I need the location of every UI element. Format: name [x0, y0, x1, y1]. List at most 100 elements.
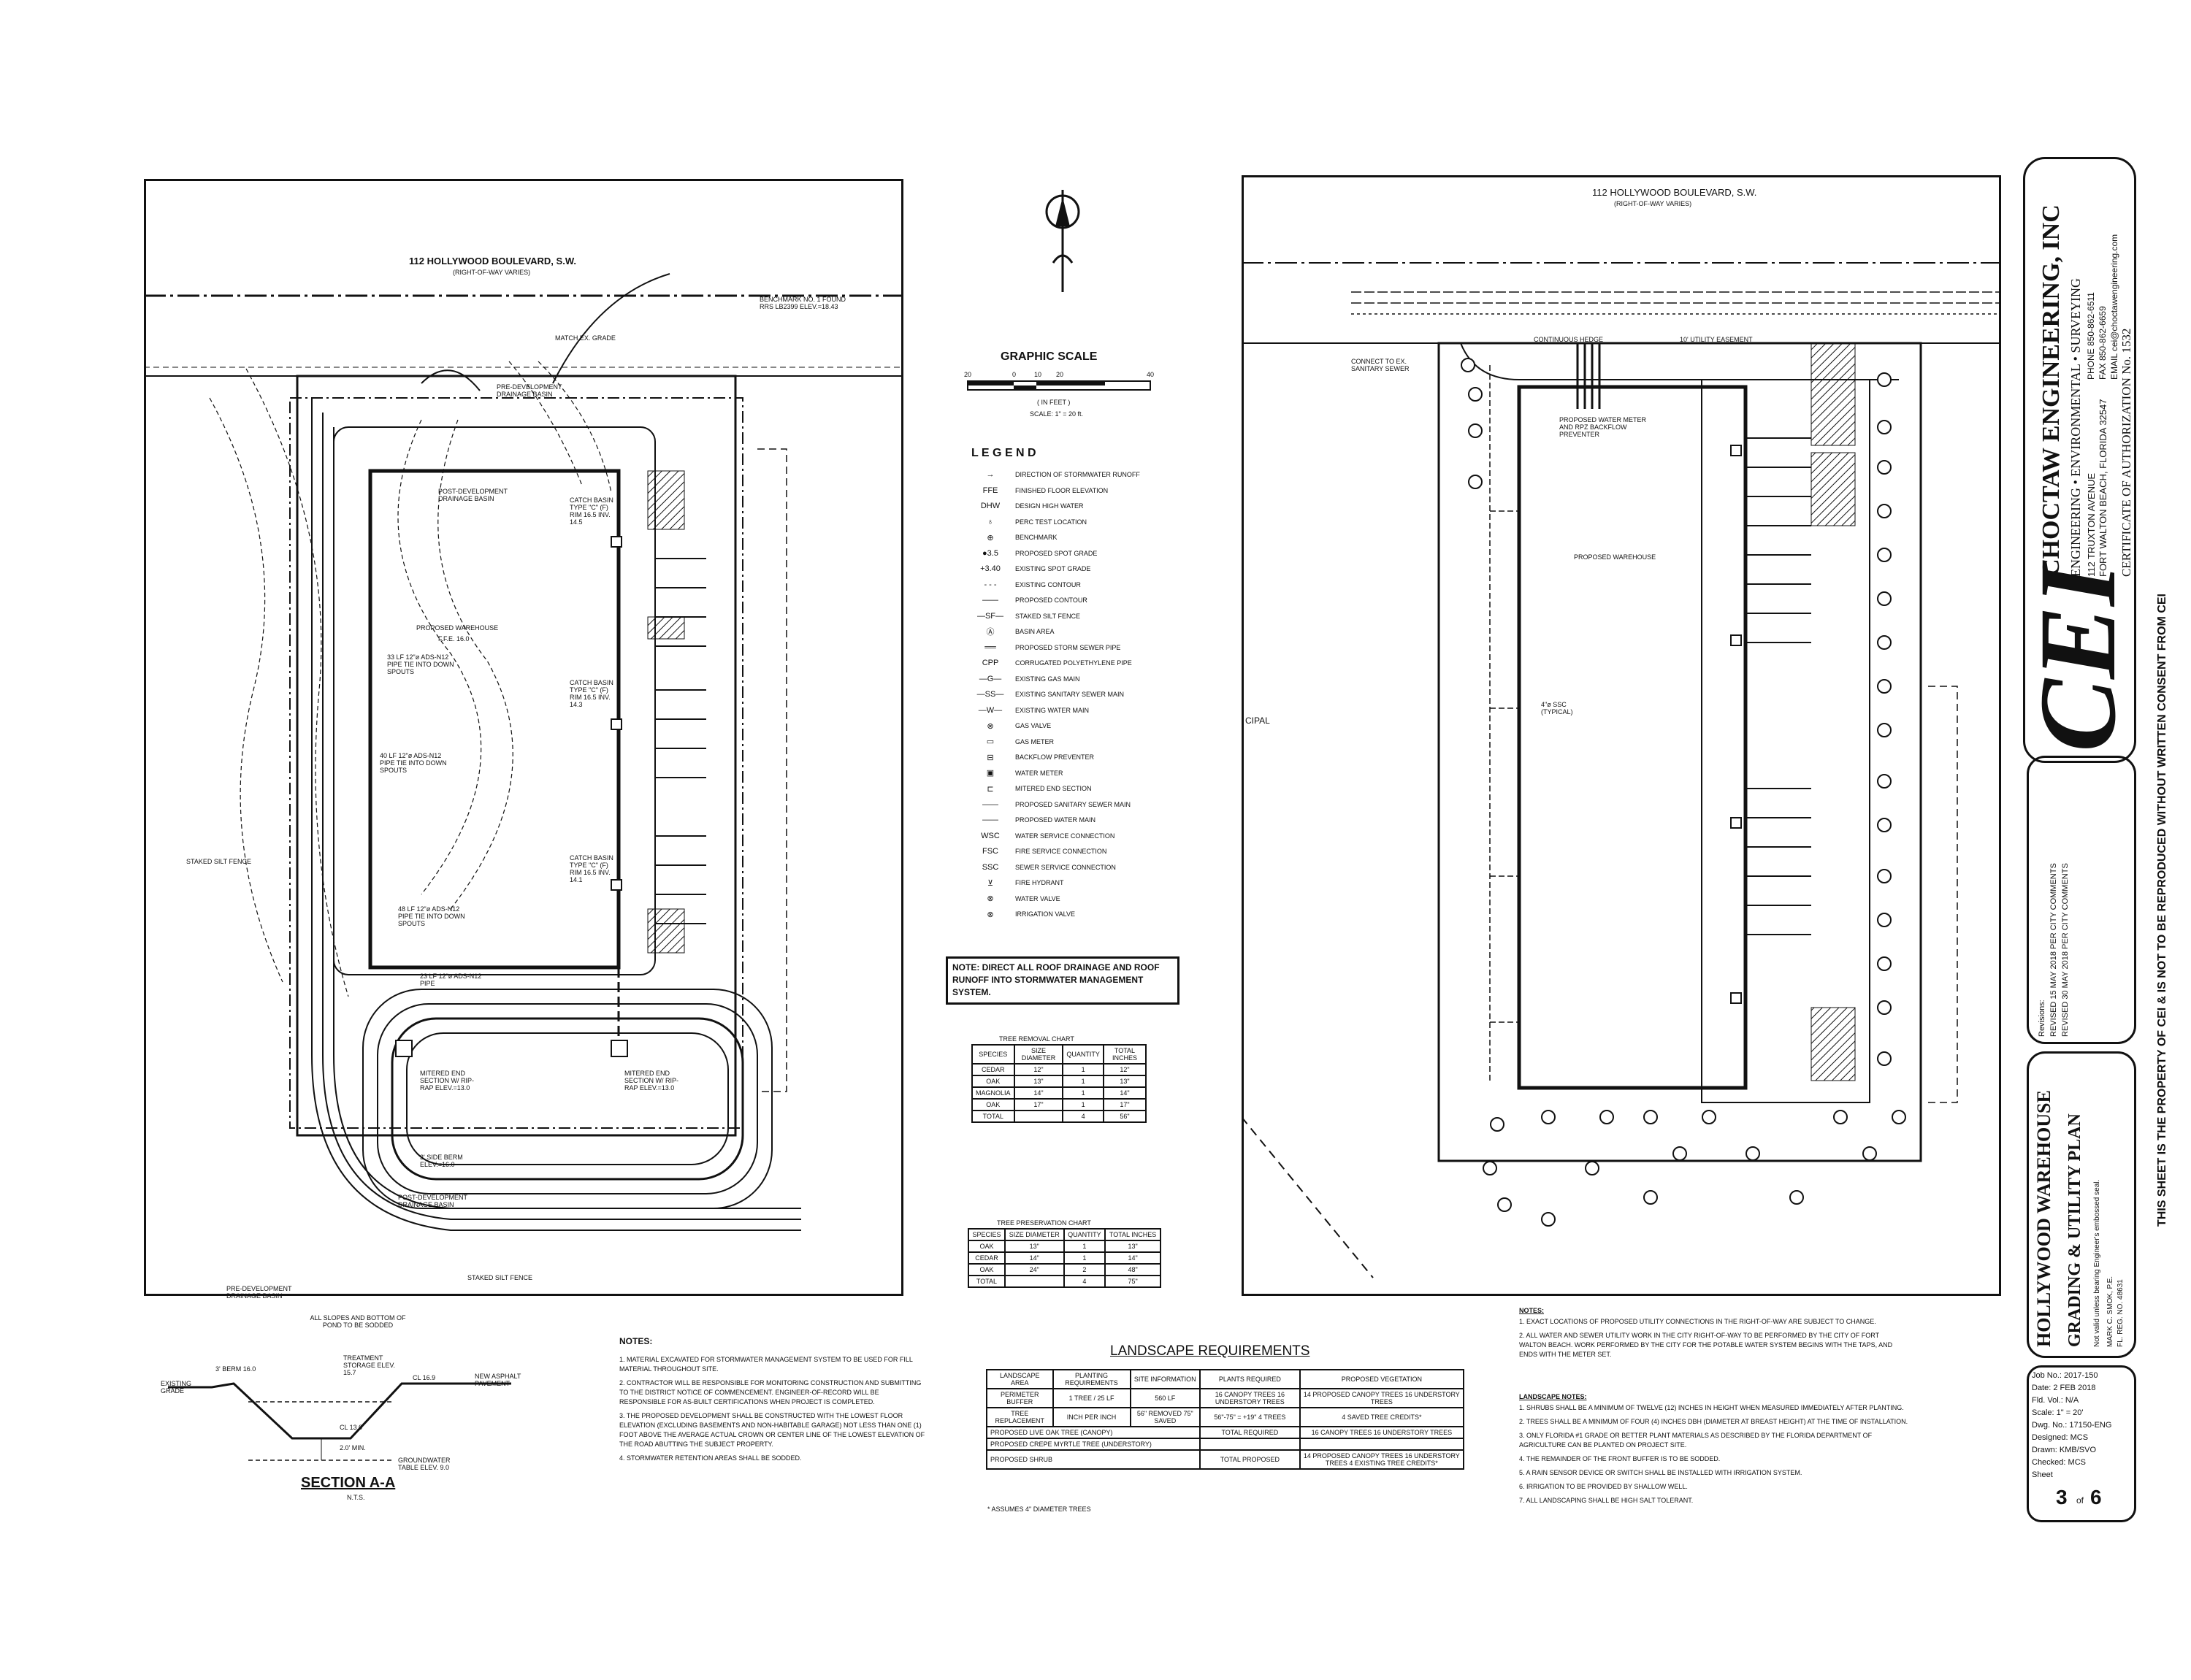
table-cell: TREE REPLACEMENT	[986, 1407, 1054, 1427]
landscape-legend-row: PROPOSED CREPE MYRTLE TREE (UNDERSTORY)	[985, 1438, 1465, 1451]
section-berm-label: 3' BERM 16.0	[215, 1365, 256, 1373]
landscape-legend-cell: PROPOSED LIVE OAK TREE (CANOPY)	[985, 1426, 1201, 1439]
table-header: TOTAL INCHES	[1102, 1044, 1147, 1065]
cei-logo-text: CEI	[2017, 563, 2138, 752]
job-scale: Scale: 1" = 20'	[2032, 1408, 2084, 1417]
catch-basin-2-label: CATCH BASIN TYPE "C" (F) RIM 16.5 INV. 1…	[570, 679, 613, 708]
section-gwt-label: GROUNDWATER TABLE ELEV. 9.0	[398, 1457, 451, 1471]
catch-basin-3-label: CATCH BASIN TYPE "C" (F) RIM 16.5 INV. 1…	[570, 854, 613, 883]
legend-symbol: Ⓐ	[986, 628, 995, 637]
section-asphalt-label: NEW ASPHALT PAVEMENT	[475, 1373, 521, 1387]
job-date: Date: 2 FEB 2018	[2032, 1384, 2096, 1392]
company-box	[2023, 157, 2136, 763]
table-cell: 56" REMOVED 75" SAVED	[1129, 1407, 1201, 1427]
graphic-scale-bar	[967, 380, 1151, 391]
landscape-total-value: 14 PROPOSED CANOPY TREES 16 UNDERSTORY T…	[1299, 1449, 1465, 1470]
right-esc-label: 4"ø SSC (TYPICAL)	[1541, 701, 1573, 716]
legend-symbol: ▣	[986, 769, 995, 778]
job-no: Job No.: 2017-150	[2032, 1371, 2098, 1380]
section-existing-label: EXISTING GRADE	[161, 1380, 192, 1395]
landscape-legend-cell: PROPOSED CREPE MYRTLE TREE (UNDERSTORY)	[985, 1438, 1201, 1451]
legend-symbol: →	[986, 470, 995, 479]
legend-item: →DIRECTION OF STORMWATER RUNOFF	[971, 467, 1140, 482]
scale-tick: 0	[1012, 371, 1017, 378]
company-name: CHOCTAW ENGINEERING, INC	[2038, 204, 2065, 577]
roof-drainage-note-box: NOTE: DIRECT ALL ROOF DRAINAGE AND ROOF …	[946, 956, 1179, 1005]
table-cell: 56"-75" = +19" 4 TREES	[1199, 1407, 1301, 1427]
company-services: ENGINEERING • ENVIRONMENTAL • SURVEYING	[2068, 277, 2083, 577]
landscape-note-item: 5. A RAIN SENSOR DEVICE OR SWITCH SHALL …	[1519, 1469, 1802, 1476]
legend-item: ▣WATER METER	[971, 766, 1063, 780]
table-cell: 1	[1062, 1075, 1104, 1088]
table-cell	[1003, 1275, 1065, 1288]
legend-item: - - -EXISTING CONTOUR	[971, 578, 1080, 592]
right-warehouse-label: PROPOSED WAREHOUSE	[1574, 553, 1656, 561]
legend-symbol: ——	[982, 596, 998, 605]
grading-plan-drawing	[144, 273, 903, 1231]
company-phone: PHONE 850-862-6511	[2086, 292, 2096, 380]
table-cell: OAK	[968, 1240, 1006, 1253]
legend-label: SEWER SERVICE CONNECTION	[1015, 863, 1116, 871]
legend-label: IRRIGATION VALVE	[1015, 910, 1076, 918]
fld-vol: Fld. Vol.: N/A	[2032, 1396, 2079, 1405]
table-cell: 2	[1063, 1263, 1106, 1276]
table-header: SPECIES	[968, 1228, 1006, 1241]
legend-label: BACKFLOW PREVENTER	[1015, 753, 1095, 761]
ffe-label: F.F.E. 16.0	[438, 635, 470, 643]
table-cell: 14"	[1102, 1086, 1147, 1100]
table-header: PLANTS REQUIRED	[1199, 1369, 1301, 1389]
table-cell: 13"	[1003, 1240, 1065, 1253]
pipe-2-label: 40 LF 12"ø ADS-N12 PIPE TIE INTO DOWN SP…	[380, 752, 447, 774]
legend-symbol: —SS—	[976, 690, 1004, 699]
table-cell: OAK	[971, 1098, 1015, 1111]
table-header: TOTAL INCHES	[1104, 1228, 1161, 1241]
notes-left-item: 2. CONTRACTOR WILL BE RESPONSIBLE FOR MO…	[619, 1379, 922, 1405]
table-cell: 4	[1062, 1110, 1104, 1123]
legend-item: —SF—STAKED SILT FENCE	[971, 609, 1080, 624]
legend-symbol: —W—	[978, 705, 1003, 715]
mitered-2-label: MITERED END SECTION W/ RIP-RAP ELEV.=13.…	[624, 1070, 678, 1092]
legend-symbol: DHW	[980, 502, 1001, 510]
table-header: PLANTING REQUIREMENTS	[1052, 1369, 1131, 1389]
scale-tick: 20	[1056, 371, 1064, 378]
catch-basin-1-label: CATCH BASIN TYPE "C" (F) RIM 16.5 INV. 1…	[570, 496, 613, 526]
table-cell: 560 LF	[1129, 1388, 1201, 1408]
legend-symbol: ——	[982, 799, 998, 809]
table-header: SITE INFORMATION	[1129, 1369, 1201, 1389]
legend-item: ⊗WATER VALVE	[971, 891, 1060, 906]
legend-label: PROPOSED STORM SEWER PIPE	[1015, 643, 1121, 651]
legend-label: DESIGN HIGH WATER	[1015, 502, 1084, 510]
table-cell: 16 CANOPY TREES 16 UNDERSTORY TREES	[1199, 1388, 1301, 1408]
table-cell: 13"	[1102, 1075, 1147, 1088]
postdev-basin-label: POST-DEVELOPMENT DRAINAGE BASIN	[438, 488, 508, 502]
side-berm-label: 3' SIDE BERM ELEV.=16.0	[420, 1154, 463, 1168]
landscape-note-item: 2. TREES SHALL BE A MINIMUM OF FOUR (4) …	[1519, 1418, 1908, 1425]
table-cell: 13"	[1013, 1075, 1064, 1088]
table-cell: CEDAR	[971, 1063, 1015, 1076]
legend-label: GAS METER	[1015, 737, 1055, 745]
tree-preservation-title: TREE PRESERVATION CHART	[997, 1219, 1091, 1227]
legend-label: GAS VALVE	[1015, 722, 1052, 729]
table-cell	[1013, 1110, 1064, 1123]
utility-plan-frame	[1242, 175, 2001, 1296]
roof-drainage-note: NOTE: DIRECT ALL ROOF DRAINAGE AND ROOF …	[952, 962, 1160, 997]
legend-label: EXISTING SANITARY SEWER MAIN	[1015, 691, 1125, 698]
legend-symbol: ⊟	[987, 753, 994, 762]
legend-label: STAKED SILT FENCE	[1015, 612, 1081, 620]
legend-label: PROPOSED SPOT GRADE	[1015, 549, 1098, 557]
project-name: HOLLYWOOD WAREHOUSE	[2033, 1090, 2054, 1347]
mitered-1-label: MITERED END SECTION W/ RIP-RAP ELEV.=13.…	[420, 1070, 474, 1092]
legend-item: ——PROPOSED WATER MAIN	[971, 813, 1096, 827]
legend-symbol: +3.40	[980, 564, 1001, 573]
scale-tick: 10	[1034, 371, 1042, 378]
table-cell: CEDAR	[968, 1251, 1006, 1265]
